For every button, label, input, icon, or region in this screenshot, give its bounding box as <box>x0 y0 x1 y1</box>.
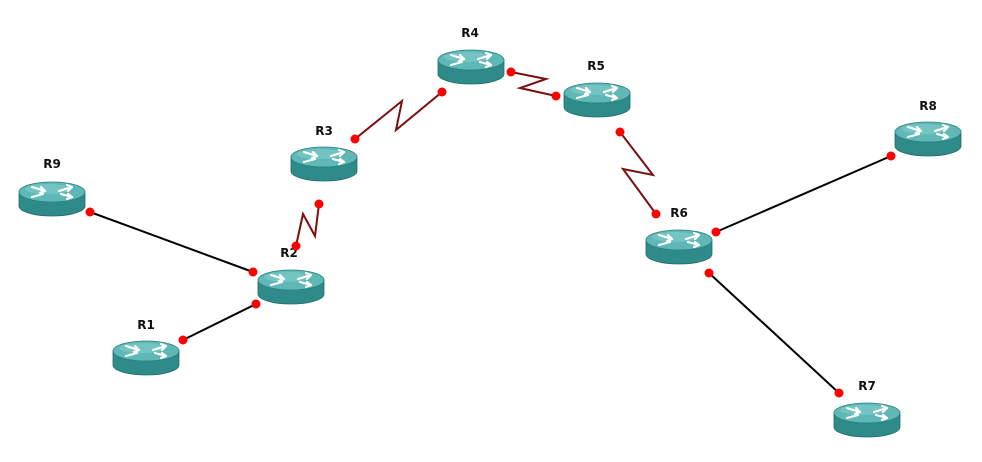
router-label-r5: R5 <box>587 59 605 73</box>
port-dot-r5[interactable] <box>615 127 625 137</box>
router-icon[interactable] <box>257 269 325 305</box>
router-icon[interactable] <box>437 49 505 85</box>
router-r8[interactable]: R8 <box>894 99 962 157</box>
ethernet-link-r1-r2[interactable] <box>182 303 257 341</box>
port-dot-r2[interactable] <box>291 241 301 251</box>
router-label-r8: R8 <box>919 99 937 113</box>
port-dot-r5[interactable] <box>551 91 561 101</box>
port-dot-r2[interactable] <box>248 267 258 277</box>
serial-link-r2-r3[interactable] <box>295 203 320 247</box>
ethernet-link-r9-r2[interactable] <box>89 211 254 273</box>
ports-layer <box>85 67 896 398</box>
router-icon[interactable] <box>18 181 86 217</box>
router-r1[interactable]: R1 <box>112 318 180 376</box>
router-r2[interactable]: R2 <box>257 246 325 305</box>
serial-link-r4-r5[interactable] <box>510 71 557 97</box>
router-icon[interactable] <box>894 121 962 157</box>
port-dot-r2[interactable] <box>251 299 261 309</box>
router-label-r1: R1 <box>137 318 155 332</box>
port-dot-r6[interactable] <box>711 227 721 237</box>
router-label-r9: R9 <box>43 157 61 171</box>
router-r3[interactable]: R3 <box>290 124 358 182</box>
router-r7[interactable]: R7 <box>833 379 901 438</box>
port-dot-r1[interactable] <box>178 335 188 345</box>
router-icon[interactable] <box>112 340 180 376</box>
port-dot-r6[interactable] <box>704 268 714 278</box>
router-icon[interactable] <box>290 146 358 182</box>
port-dot-r7[interactable] <box>834 388 844 398</box>
serial-link-r3-r4[interactable] <box>354 91 443 140</box>
router-icon[interactable] <box>563 82 631 118</box>
router-label-r4: R4 <box>461 26 479 40</box>
port-dot-r8[interactable] <box>886 151 896 161</box>
router-icon[interactable] <box>645 229 713 265</box>
ethernet-link-r6-r7[interactable] <box>708 272 840 394</box>
router-r6[interactable]: R6 <box>645 206 713 265</box>
router-r5[interactable]: R5 <box>563 59 631 118</box>
ethernet-link-r6-r8[interactable] <box>715 155 892 233</box>
port-dot-r3[interactable] <box>350 134 360 144</box>
router-label-r3: R3 <box>315 124 333 138</box>
router-r4[interactable]: R4 <box>437 26 505 85</box>
router-r9[interactable]: R9 <box>18 157 86 217</box>
router-label-r6: R6 <box>670 206 688 220</box>
port-dot-r4[interactable] <box>437 87 447 97</box>
port-dot-r6[interactable] <box>651 209 661 219</box>
serial-link-r5-r6[interactable] <box>619 131 657 215</box>
port-dot-r3[interactable] <box>314 199 324 209</box>
links-layer <box>89 71 892 394</box>
port-dot-r9[interactable] <box>85 207 95 217</box>
router-icon[interactable] <box>833 402 901 438</box>
router-label-r7: R7 <box>858 379 876 393</box>
port-dot-r4[interactable] <box>506 67 516 77</box>
